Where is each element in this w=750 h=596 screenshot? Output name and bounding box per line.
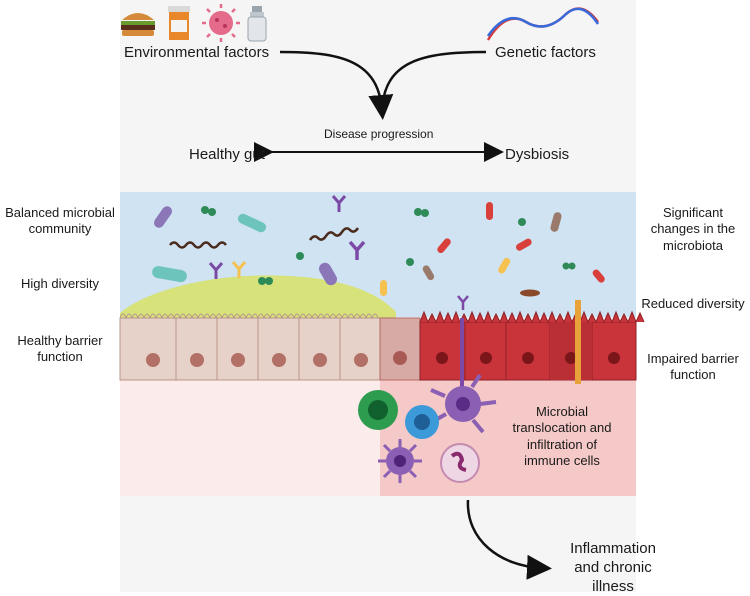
healthy-gut-label: Healthy gut bbox=[189, 146, 265, 165]
translocation-line-4: immune cells bbox=[502, 453, 622, 469]
lamina-healthy bbox=[120, 378, 380, 496]
genetic-factors-label: Genetic factors bbox=[495, 44, 596, 63]
balanced-line-1: Balanced microbial bbox=[0, 205, 120, 221]
changes-line-3: microbiota bbox=[636, 238, 750, 254]
barrier-line-2: function bbox=[0, 349, 120, 365]
impaired-line-2: function bbox=[636, 367, 750, 383]
reduced-diversity-label: Reduced diversity bbox=[636, 296, 750, 312]
impaired-barrier-label: Impaired barrier function bbox=[636, 351, 750, 384]
changes-line-1: Significant bbox=[636, 205, 750, 221]
impaired-line-1: Impaired barrier bbox=[636, 351, 750, 367]
changes-line-2: changes in the bbox=[636, 221, 750, 237]
barrier-line-1: Healthy barrier bbox=[0, 333, 120, 349]
environmental-factors-label: Environmental factors bbox=[124, 44, 269, 63]
outcome-arrow bbox=[468, 500, 542, 568]
transition-cell bbox=[380, 318, 420, 380]
significant-changes-label: Significant changes in the microbiota bbox=[636, 205, 750, 254]
pill-bottle-icon bbox=[168, 6, 190, 40]
translocation-line-3: infiltration of bbox=[502, 437, 622, 453]
healthy-barrier-label: Healthy barrier function bbox=[0, 333, 120, 366]
translocation-line-2: translocation and bbox=[502, 420, 622, 436]
outcome-line-1: Inflammation bbox=[548, 540, 678, 559]
translocation-label: Microbial translocation and infiltration… bbox=[502, 404, 622, 469]
translocation-line-1: Microbial bbox=[502, 404, 622, 420]
disease-progression-label: Disease progression bbox=[324, 127, 433, 142]
balanced-line-2: community bbox=[0, 221, 120, 237]
genetic-arrow bbox=[382, 52, 486, 108]
virus-icon bbox=[202, 4, 240, 42]
balanced-community-label: Balanced microbial community bbox=[0, 205, 120, 238]
dysbiosis-label: Dysbiosis bbox=[505, 146, 569, 165]
outcome-label: Inflammation and chronic illness bbox=[548, 540, 678, 596]
high-diversity-label: High diversity bbox=[0, 276, 120, 292]
burger-icon bbox=[121, 13, 155, 36]
outcome-line-2: and chronic bbox=[548, 559, 678, 578]
spray-bottle-icon bbox=[248, 6, 266, 41]
environmental-arrow bbox=[280, 52, 382, 110]
healthy-epithelium bbox=[120, 314, 380, 380]
dna-icon bbox=[488, 9, 598, 40]
outcome-line-3: illness bbox=[548, 578, 678, 596]
